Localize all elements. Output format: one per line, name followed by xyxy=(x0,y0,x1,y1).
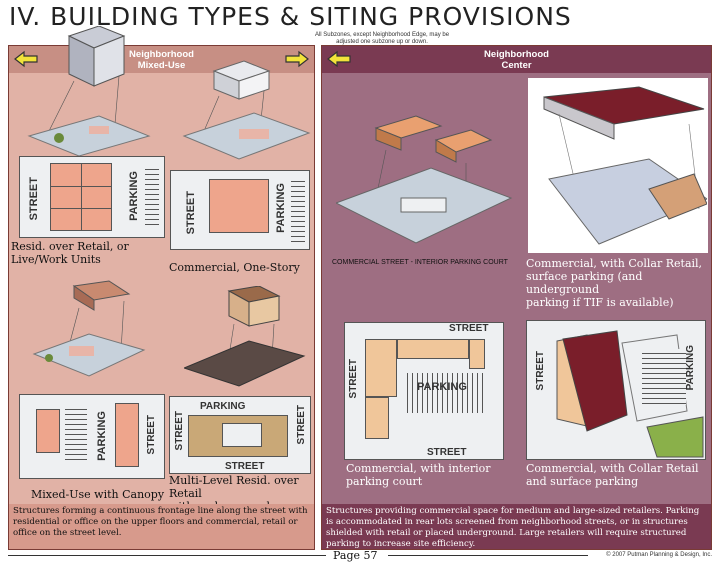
street-label-4c: STREET xyxy=(225,461,265,472)
collar-retail-axonometric xyxy=(528,78,709,253)
parking-label-2: PARKING xyxy=(275,183,287,233)
caption-resid-over-retail: Resid. over Retail, or Live/Work Units xyxy=(11,240,129,266)
street-label: STREET xyxy=(28,177,40,221)
prev-arrow-icon[interactable] xyxy=(12,49,40,69)
footer-rule-left xyxy=(8,555,326,556)
parking-label: PARKING xyxy=(128,171,140,221)
mixed-use-canopy-axonometric xyxy=(29,276,149,386)
neighborhood-mixed-use-panel: Neighborhood Mixed-Use xyxy=(8,25,315,550)
resid-over-retail-axonometric xyxy=(19,25,154,157)
collar-retail-surface-plan: STREET PARKING xyxy=(526,320,706,460)
page-title: IV. BUILDING TYPES & SITING PROVISIONS xyxy=(9,2,572,31)
caption-commercial-one-story: Commercial, One-Story xyxy=(169,261,300,274)
prev-arrow-icon-right[interactable] xyxy=(325,49,353,69)
street-label-r2: STREET xyxy=(348,359,359,399)
multi-level-plan: PARKING STREET STREET STREET xyxy=(169,396,311,474)
caption-interior-parking-court: Commercial, with interior parking court xyxy=(346,462,491,488)
next-arrow-icon[interactable] xyxy=(283,49,311,69)
street-label-4b: STREET xyxy=(296,405,307,445)
street-label-4a: STREET xyxy=(174,411,185,451)
multi-level-axonometric xyxy=(182,285,309,396)
parking-label-4: PARKING xyxy=(200,401,246,412)
caption-collar-retail-surface-2: Commercial, with Collar Retail and surfa… xyxy=(526,462,699,488)
left-description: Structures forming a continuous frontage… xyxy=(9,504,314,549)
parking-label-3: PARKING xyxy=(96,411,108,461)
interior-parking-court-plan: STREET STREET PARKING STREET xyxy=(344,322,504,460)
street-label-r3: STREET xyxy=(427,447,467,458)
mixed-use-canopy-plan: PARKING STREET xyxy=(19,394,165,479)
parking-label-r2: PARKING xyxy=(685,345,696,391)
neighborhood-center-panel: Neighborhood Center COMMERCIAL STREET - … xyxy=(321,45,712,550)
right-description: Structures providing commercial space fo… xyxy=(322,504,711,549)
parking-label-r1: PARKING xyxy=(417,381,467,393)
resid-over-retail-plan: STREET PARKING xyxy=(19,156,165,238)
subzone-note: All Subzones, except Neighborhood Edge, … xyxy=(314,32,450,45)
street-label-3: STREET xyxy=(146,415,157,455)
caption-collar-retail-surface: Commercial, with Collar Retail, surface … xyxy=(526,257,703,309)
panel-header-title: Neighborhood Mixed-Use xyxy=(129,49,194,71)
caption-interior-court: COMMERCIAL STREET - INTERIOR PARKING COU… xyxy=(332,259,508,266)
street-label-r1: STREET xyxy=(449,323,489,334)
street-label-r4: STREET xyxy=(535,351,546,391)
page-number: Page 57 xyxy=(333,549,378,562)
panel-header-right: Neighborhood Center xyxy=(322,46,711,73)
panel-header-title-right: Neighborhood Center xyxy=(484,49,549,71)
caption-mixed-use-canopy: Mixed-Use with Canopy xyxy=(31,488,165,501)
street-label-2: STREET xyxy=(185,191,197,235)
commercial-one-story-axonometric xyxy=(179,51,314,161)
footer-rule-right xyxy=(388,555,588,556)
interior-court-axonometric xyxy=(334,108,516,258)
commercial-one-story-plan: STREET PARKING xyxy=(170,170,310,250)
copyright: © 2007 Putman Planning & Design, Inc. xyxy=(606,552,712,558)
